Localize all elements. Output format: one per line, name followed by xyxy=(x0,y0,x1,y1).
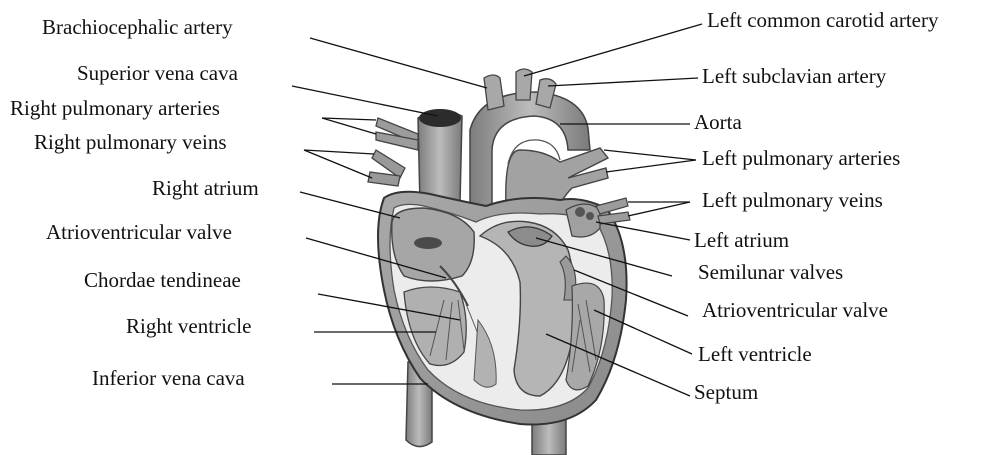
label-left-subclavian-artery: Left subclavian artery xyxy=(702,66,886,87)
label-superior-vena-cava: Superior vena cava xyxy=(77,63,238,84)
label-semilunar-valves: Semilunar valves xyxy=(698,262,843,283)
label-atrioventricular-valve-right: Atrioventricular valve xyxy=(46,222,232,243)
label-left-ventricle: Left ventricle xyxy=(698,344,812,365)
label-left-atrium: Left atrium xyxy=(694,230,789,251)
left-common-carotid-shape xyxy=(516,69,532,100)
right-atrium-opening xyxy=(414,237,442,249)
leader-superior-vena-cava xyxy=(292,86,438,116)
label-right-pulmonary-veins: Right pulmonary veins xyxy=(34,132,227,153)
left-atrium-vessel-b xyxy=(586,212,594,220)
leader-right-pulmonary-arteries-a xyxy=(322,118,376,120)
leader-left-pulmonary-arteries-a xyxy=(604,150,696,160)
label-right-atrium: Right atrium xyxy=(152,178,259,199)
leader-left-subclavian xyxy=(548,78,698,86)
label-left-pulmonary-veins: Left pulmonary veins xyxy=(702,190,883,211)
superior-vena-cava-opening xyxy=(419,109,461,127)
label-atrioventricular-valve-left: Atrioventricular valve xyxy=(702,300,888,321)
left-pulmonary-vein-upper xyxy=(596,198,628,214)
leader-left-pulmonary-veins-b xyxy=(628,202,690,216)
left-atrium-vessel-a xyxy=(575,207,585,217)
leader-brachiocephalic xyxy=(310,38,487,88)
label-left-pulmonary-arteries: Left pulmonary arteries xyxy=(702,148,900,169)
leader-right-pulmonary-veins-b xyxy=(304,150,372,178)
leader-right-pulmonary-veins-a xyxy=(304,150,374,154)
label-left-common-carotid-artery: Left common carotid artery xyxy=(707,10,938,31)
label-inferior-vena-cava: Inferior vena cava xyxy=(92,368,245,389)
label-septum: Septum xyxy=(694,382,758,403)
leader-left-common-carotid xyxy=(524,24,702,76)
leader-right-pulmonary-arteries-b xyxy=(322,118,376,134)
leader-left-pulmonary-arteries-b xyxy=(606,160,696,172)
label-right-pulmonary-arteries: Right pulmonary arteries xyxy=(10,98,220,119)
label-brachiocephalic-artery: Brachiocephalic artery xyxy=(42,17,233,38)
brachiocephalic-artery-shape xyxy=(484,75,504,110)
label-right-ventricle: Right ventricle xyxy=(126,316,251,337)
label-chordae-tendineae: Chordae tendineae xyxy=(84,270,241,291)
label-aorta: Aorta xyxy=(694,112,742,133)
